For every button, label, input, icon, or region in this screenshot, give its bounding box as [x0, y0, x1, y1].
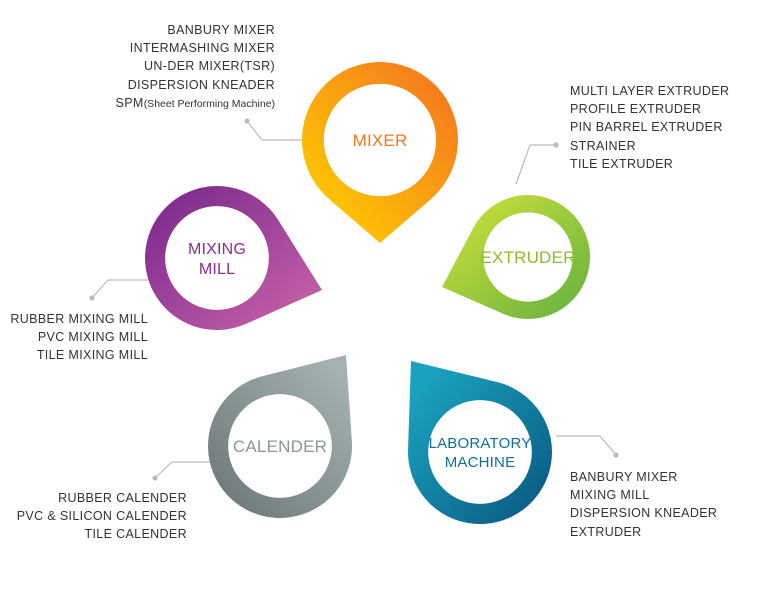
spm-note: (Sheet Performing Machine)	[143, 97, 275, 110]
laboratory-label: MACHINE	[445, 454, 516, 471]
mixer-list: BANBURY MIXER INTERMASHING MIXER UN-DER …	[116, 21, 275, 113]
mixing-mill-label: MILL	[199, 261, 235, 278]
mixer-list-item: BANBURY MIXER	[167, 23, 275, 37]
mixer-connector	[246, 120, 306, 141]
laboratory-list: BANBURY MIXER MIXING MILL DISPERSION KNE…	[570, 468, 717, 541]
extruder-pin-center	[483, 212, 573, 302]
mixing-mill-list: RUBBER MIXING MILL PVC MIXING MILL TILE …	[10, 310, 148, 365]
mixing-mill-pin: MIXING MILL	[144, 185, 322, 330]
mixer-label: MIXER	[353, 131, 408, 150]
calender-pin-center	[228, 394, 332, 498]
mixer-pin-center	[323, 83, 437, 197]
extruder-list-item: PIN BARREL EXTRUDER	[570, 120, 723, 135]
mixing-mill-label: MIXING	[188, 241, 246, 258]
extruder-connector-dot	[553, 142, 559, 148]
laboratory-connector-dot	[613, 452, 619, 458]
extruder-list-item: MULTI LAYER EXTRUDER	[570, 84, 730, 98]
mixer-list-item-spm: SPM(Sheet Performing Machine)	[116, 94, 275, 113]
extruder-list-item: PROFILE EXTRUDER	[570, 102, 702, 117]
spm-label: SPM	[115, 95, 144, 110]
mixer-list-item: INTERMASHING MIXER	[129, 41, 275, 56]
calender-connector-dot	[152, 475, 158, 481]
mixer-list-item: UN-DER MIXER(TSR)	[144, 59, 275, 74]
laboratory-list-item: EXTRUDER	[570, 524, 642, 539]
mixer-list-item: DISPERSION KNEADER	[127, 77, 275, 92]
extruder-label: EXTRUDER	[480, 248, 575, 267]
calender-list-item: TILE CALENDER	[84, 527, 187, 542]
extruder-list-item: TILE EXTRUDER	[570, 156, 674, 171]
mixing-mill-list-item: PVC MIXING MILL	[37, 330, 148, 345]
laboratory-pin-center	[428, 400, 532, 504]
extruder-list-item: STRAINER	[570, 138, 637, 153]
extruder-pin: EXTRUDER	[442, 195, 590, 320]
calender-connector	[154, 461, 212, 479]
laboratory-list-item: BANBURY MIXER	[570, 470, 678, 484]
laboratory-pin: LABORATORY MACHINE	[408, 361, 553, 524]
extruder-connector	[515, 144, 556, 185]
calender-label: CALENDER	[233, 437, 327, 456]
calender-list-item: RUBBER CALENDER	[58, 491, 187, 505]
mixing-mill-list-item: RUBBER MIXING MILL	[10, 312, 148, 326]
calender-list-item: PVC & SILICON CALENDER	[16, 509, 187, 524]
calender-pin: CALENDER	[208, 355, 353, 519]
mixing-mill-list-item: TILE MIXING MILL	[36, 348, 148, 363]
mixing-mill-connector	[91, 279, 152, 299]
laboratory-connector	[556, 435, 617, 456]
calender-list: RUBBER CALENDER PVC & SILICON CALENDER T…	[17, 489, 187, 544]
mixer-pin: MIXER	[301, 62, 458, 243]
mixing-mill-connector-dot	[89, 295, 95, 301]
laboratory-list-item: MIXING MILL	[570, 488, 650, 503]
mixing-mill-pin-center	[165, 206, 269, 310]
extruder-list: MULTI LAYER EXTRUDER PROFILE EXTRUDER PI…	[570, 82, 729, 173]
laboratory-label: LABORATORY	[429, 435, 532, 452]
laboratory-list-item: DISPERSION KNEADER	[570, 506, 718, 521]
mixer-connector-dot	[244, 118, 250, 124]
